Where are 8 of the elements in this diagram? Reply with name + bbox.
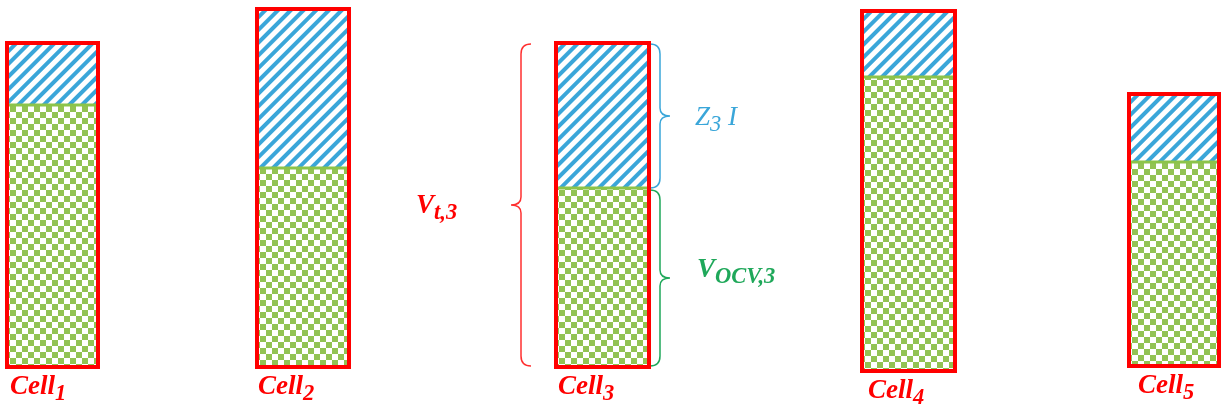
formula-label: Z$_{3}$ I [695, 103, 738, 136]
formula-label: V$_{OCV,3}$ [697, 255, 776, 288]
cell-label: Cell$_{1}$ [10, 372, 67, 405]
cell-label: Cell$_{4}$ [868, 376, 925, 409]
cell-label: Cell$_{2}$ [258, 372, 315, 405]
formula-label: V$_{t,3}$ [416, 191, 458, 224]
cell-label: Cell$_{5}$ [1138, 371, 1195, 404]
cell-label: Cell$_{3}$ [558, 372, 615, 405]
